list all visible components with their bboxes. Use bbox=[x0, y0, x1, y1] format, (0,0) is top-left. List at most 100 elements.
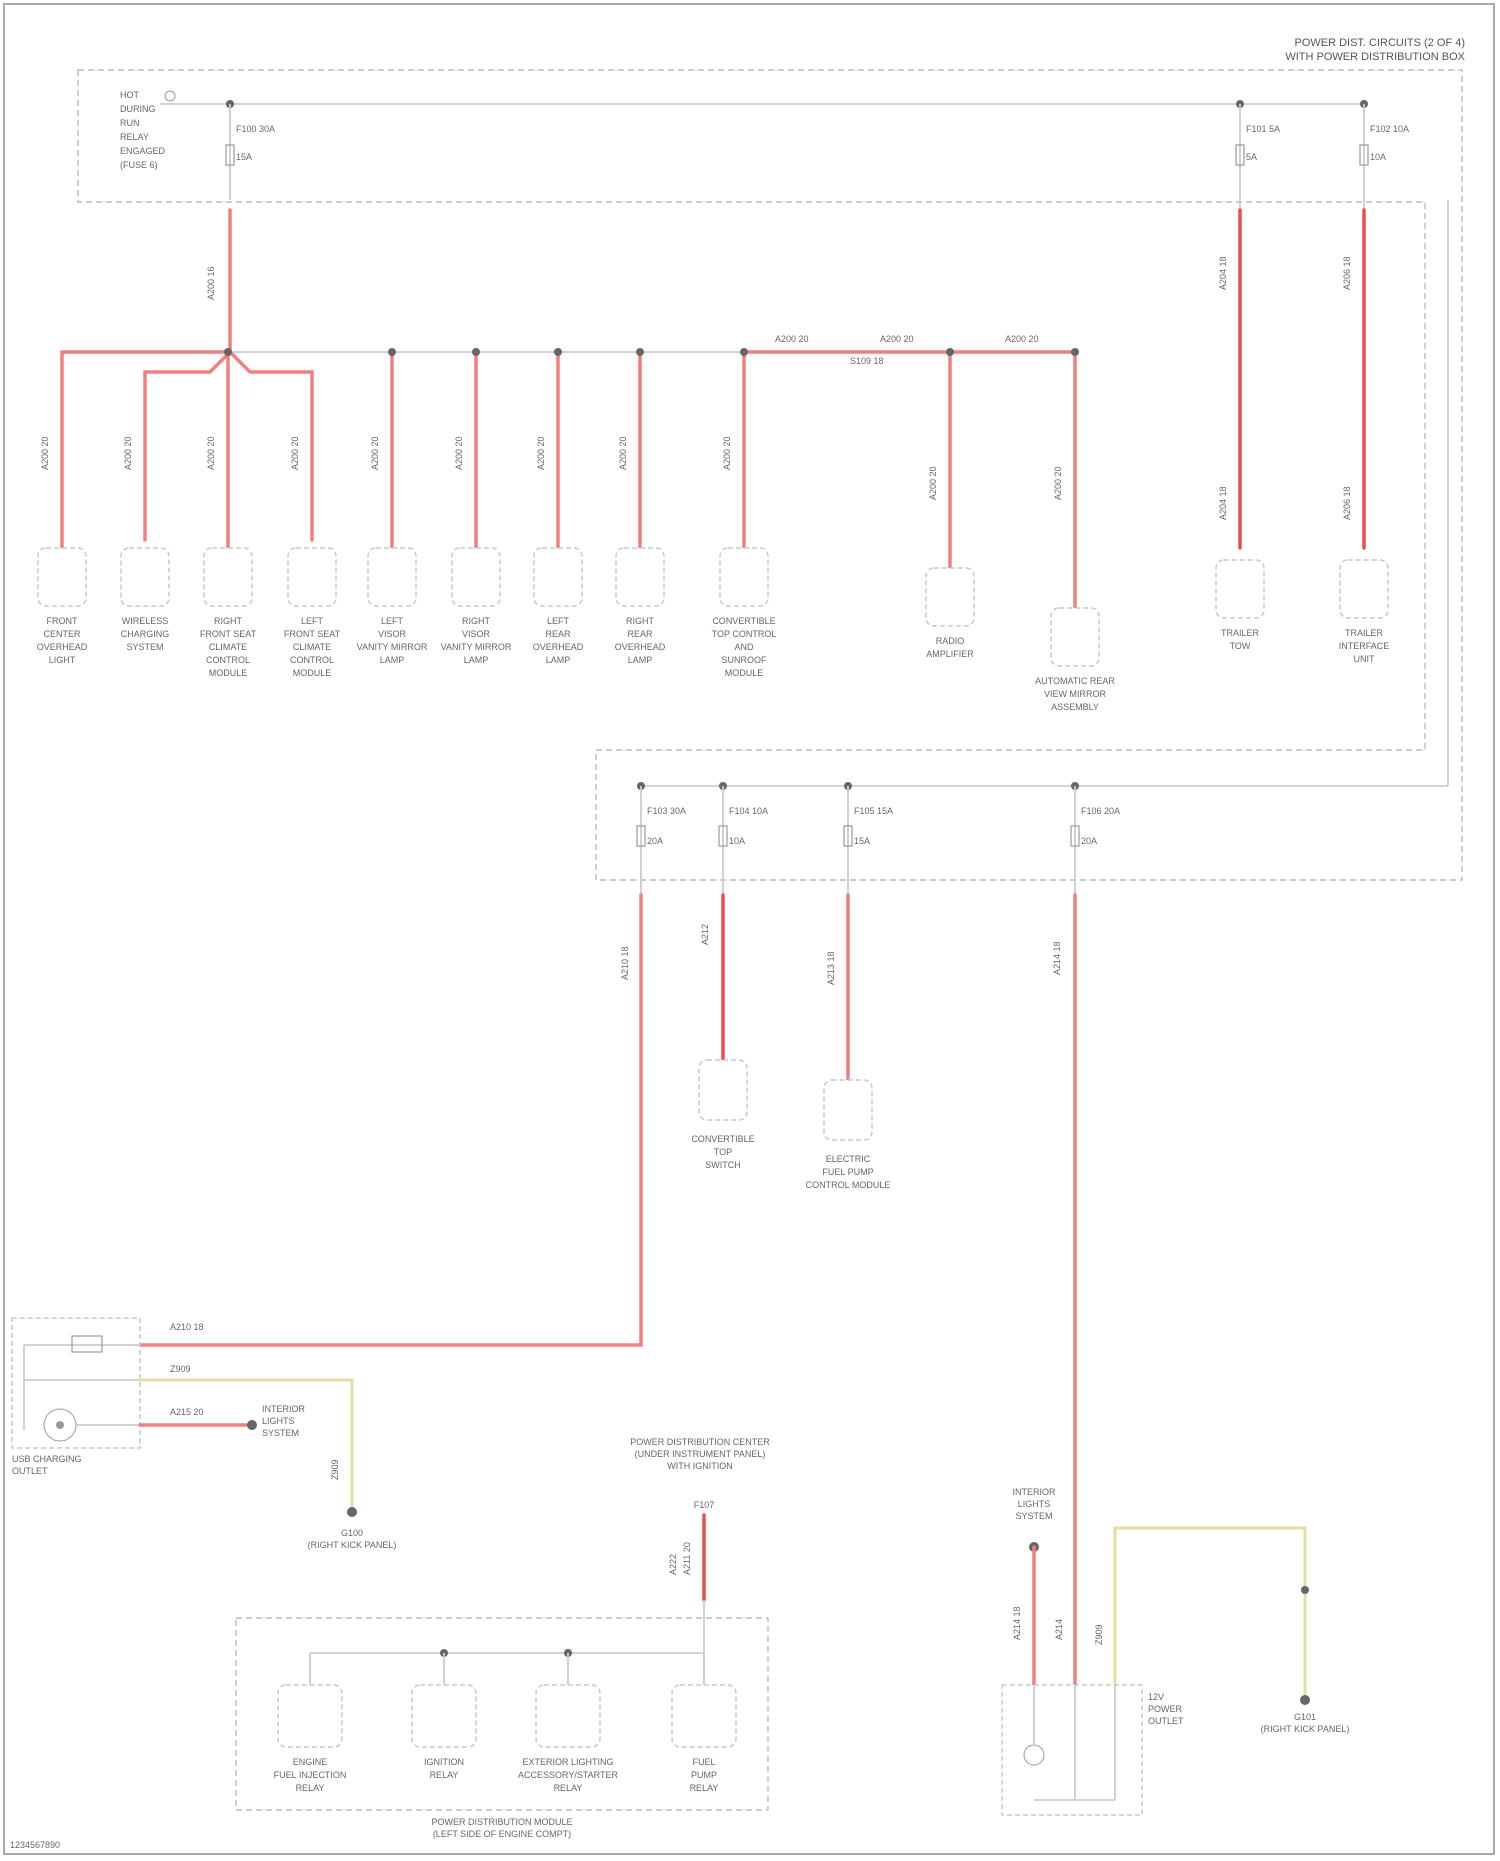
socket-lamp-line3: SYSTEM bbox=[1015, 1511, 1052, 1521]
usb-wire-label-mid: Z909 bbox=[170, 1364, 191, 1374]
pdc-header-line3: WITH IGNITION bbox=[667, 1461, 733, 1471]
component-c11: AUTOMATIC REARVIEW MIRRORASSEMBLY bbox=[1035, 608, 1115, 712]
lower-component-label-lc2-2: CONTROL MODULE bbox=[806, 1180, 891, 1190]
component-c12: TRAILER TOW bbox=[1216, 560, 1264, 651]
svg-text:10A: 10A bbox=[1370, 152, 1386, 162]
connector-c9 bbox=[720, 548, 768, 606]
component-c9: CONVERTIBLETOP CONTROLANDSUNROOFMODULE bbox=[712, 548, 777, 678]
relay-label-r2-0: IGNITION bbox=[424, 1757, 464, 1767]
usb-ground-icon bbox=[347, 1507, 357, 1517]
svg-text:HOT: HOT bbox=[120, 90, 140, 100]
relay-label-r4-2: RELAY bbox=[690, 1783, 719, 1793]
component-c8: RIGHTREAROVERHEADLAMP bbox=[615, 548, 666, 665]
connector-c13 bbox=[1340, 560, 1388, 618]
component-label-c4-0: LEFT bbox=[301, 616, 324, 626]
branch-label-0: A200 20 bbox=[40, 436, 50, 470]
usb-ground-line1: G100 bbox=[341, 1528, 363, 1538]
branch-label-3: A200 20 bbox=[290, 436, 300, 470]
bus-label-2: A200 20 bbox=[880, 334, 914, 344]
component-label-c11-1: VIEW MIRROR bbox=[1044, 689, 1106, 699]
branch-label-7: A200 20 bbox=[618, 436, 628, 470]
lower-main-label: A210 18 bbox=[620, 946, 630, 980]
component-c13: TRAILERINTERFACEUNIT bbox=[1339, 560, 1390, 664]
lower-mid2-label: A213 18 bbox=[826, 951, 836, 985]
component-label-c3-3: CONTROL bbox=[206, 655, 250, 665]
splice-label: S109 18 bbox=[850, 356, 884, 366]
branch-label-4: A200 20 bbox=[370, 436, 380, 470]
diagram-title-line2: WITH POWER DISTRIBUTION BOX bbox=[1285, 51, 1465, 63]
usb-lamp-line1: INTERIOR bbox=[262, 1404, 306, 1414]
relay-label-r2-1: RELAY bbox=[430, 1770, 459, 1780]
branch-label-6: A200 20 bbox=[536, 436, 546, 470]
lower-fuse-lf1: F103 30A20A bbox=[637, 782, 686, 895]
connector-c2 bbox=[121, 548, 169, 606]
branch-label-9: A200 20 bbox=[928, 466, 938, 500]
usb-lamp-line2: LIGHTS bbox=[262, 1416, 295, 1426]
component-label-c3-1: FRONT SEAT bbox=[200, 629, 257, 639]
relay-label-r3-2: RELAY bbox=[554, 1783, 583, 1793]
component-c1: FRONTCENTEROVERHEADLIGHT bbox=[37, 548, 88, 665]
connector-c7 bbox=[534, 548, 582, 606]
component-label-c5-3: LAMP bbox=[380, 655, 405, 665]
usb-ground-wire bbox=[140, 1380, 352, 1512]
right-wire-1-label-a: A204 18 bbox=[1218, 256, 1228, 290]
component-label-c8-3: LAMP bbox=[628, 655, 653, 665]
socket-ground-wire bbox=[1115, 1528, 1305, 1700]
lower-component-lc2: ELECTRICFUEL PUMPCONTROL MODULE bbox=[806, 1080, 891, 1190]
component-c10: RADIOAMPLIFIER bbox=[926, 568, 974, 659]
component-label-c4-2: CLIMATE bbox=[293, 642, 331, 652]
lower-component-label-lc1-2: SWITCH bbox=[705, 1160, 741, 1170]
splice-dot-9 bbox=[946, 348, 954, 356]
branch-label-1: A200 20 bbox=[123, 436, 133, 470]
supply-label: HOT DURING RUN RELAY ENGAGED (FUSE 6) bbox=[120, 90, 166, 170]
fuse-f102: F102 10A 10A bbox=[1360, 100, 1409, 210]
svg-text:5A: 5A bbox=[1246, 152, 1257, 162]
component-label-c1-3: LIGHT bbox=[49, 655, 76, 665]
component-label-c7-3: LAMP bbox=[546, 655, 571, 665]
pdc-fuse-label: F107 bbox=[694, 1500, 715, 1510]
relay-r1: ENGINEFUEL INJECTIONRELAY bbox=[274, 1653, 347, 1793]
component-label-c9-2: AND bbox=[734, 642, 754, 652]
component-c7: LEFTREAROVERHEADLAMP bbox=[533, 548, 584, 665]
svg-text:15A: 15A bbox=[236, 152, 252, 162]
usb-ground-label: Z909 bbox=[330, 1459, 340, 1480]
connector-c10 bbox=[926, 568, 974, 626]
component-label-c3-2: CLIMATE bbox=[209, 642, 247, 652]
lower-right-label: A214 18 bbox=[1052, 941, 1062, 975]
splice-dot-7 bbox=[636, 348, 644, 356]
bus-label-3: A200 20 bbox=[1005, 334, 1039, 344]
svg-text:ENGAGED: ENGAGED bbox=[120, 146, 166, 156]
socket-label-line1: 12V bbox=[1148, 1692, 1164, 1702]
socket-ground-icon-2 bbox=[1300, 1695, 1310, 1705]
svg-text:F100 30A: F100 30A bbox=[236, 124, 275, 134]
relay-label-r3-0: EXTERIOR LIGHTING bbox=[522, 1757, 613, 1767]
component-c5: LEFTVISORVANITY MIRRORLAMP bbox=[357, 548, 428, 665]
lower-component-label-lc1-1: TOP bbox=[714, 1147, 732, 1157]
component-label-c11-2: ASSEMBLY bbox=[1051, 702, 1099, 712]
component-label-c5-2: VANITY MIRROR bbox=[357, 642, 428, 652]
splice-dot-5 bbox=[472, 348, 480, 356]
svg-text:F103 30A: F103 30A bbox=[647, 806, 686, 816]
component-label-c12-0: TRAILER bbox=[1221, 628, 1260, 638]
right-wire-2-label-b: A206 18 bbox=[1342, 486, 1352, 520]
right-wire-1-label-b: A204 18 bbox=[1218, 486, 1228, 520]
svg-text:(FUSE 6): (FUSE 6) bbox=[120, 160, 158, 170]
splice-dot-4 bbox=[388, 348, 396, 356]
component-label-c4-4: MODULE bbox=[293, 668, 332, 678]
socket-left-label: A214 18 bbox=[1012, 1606, 1022, 1640]
splice-dot-2 bbox=[224, 348, 232, 356]
component-label-c2-1: CHARGING bbox=[121, 629, 170, 639]
component-label-c3-4: MODULE bbox=[209, 668, 248, 678]
lower-component-label-lc2-0: ELECTRIC bbox=[826, 1154, 871, 1164]
component-label-c5-1: VISOR bbox=[378, 629, 407, 639]
socket-lamp-line2: LIGHTS bbox=[1018, 1499, 1051, 1509]
power-outlet bbox=[1002, 1685, 1142, 1815]
component-label-c12-1: TOW bbox=[1230, 641, 1251, 651]
connector-c12 bbox=[1216, 560, 1264, 618]
component-label-c4-3: CONTROL bbox=[290, 655, 334, 665]
component-label-c6-3: LAMP bbox=[464, 655, 489, 665]
component-label-c4-1: FRONT SEAT bbox=[284, 629, 341, 639]
